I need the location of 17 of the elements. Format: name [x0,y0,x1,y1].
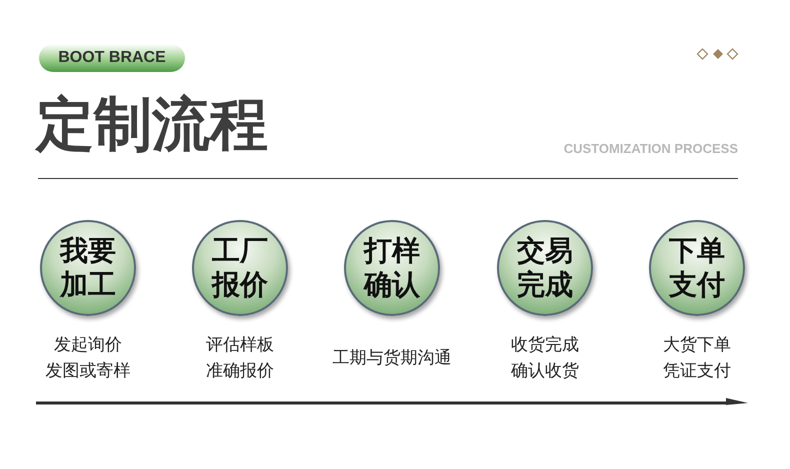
step-circle: 下单支付 [649,220,745,316]
title-badge: BOOT BRACE [39,44,185,72]
step-description: 准确报价 [205,360,275,382]
step-description: 凭证支付 [662,360,732,382]
step-circle: 交易完成 [497,220,593,316]
subtitle: CUSTOMIZATION PROCESS [564,141,738,156]
step-description: 发起询价 [53,334,123,356]
step-circle: 工厂报价 [192,220,288,316]
step-description: 工期与货期沟通 [332,347,452,369]
step-description: 确认收货 [510,360,580,382]
step-description: 大货下单 [662,334,732,356]
page-title: 定制流程 [36,89,268,160]
step-circle: 打样确认 [344,220,440,316]
step-description: 发图或寄样 [44,360,132,382]
step-description: 收货完成 [510,334,580,356]
step-description: 评估样板 [205,334,275,356]
step-circle: 我要加工 [40,220,136,316]
